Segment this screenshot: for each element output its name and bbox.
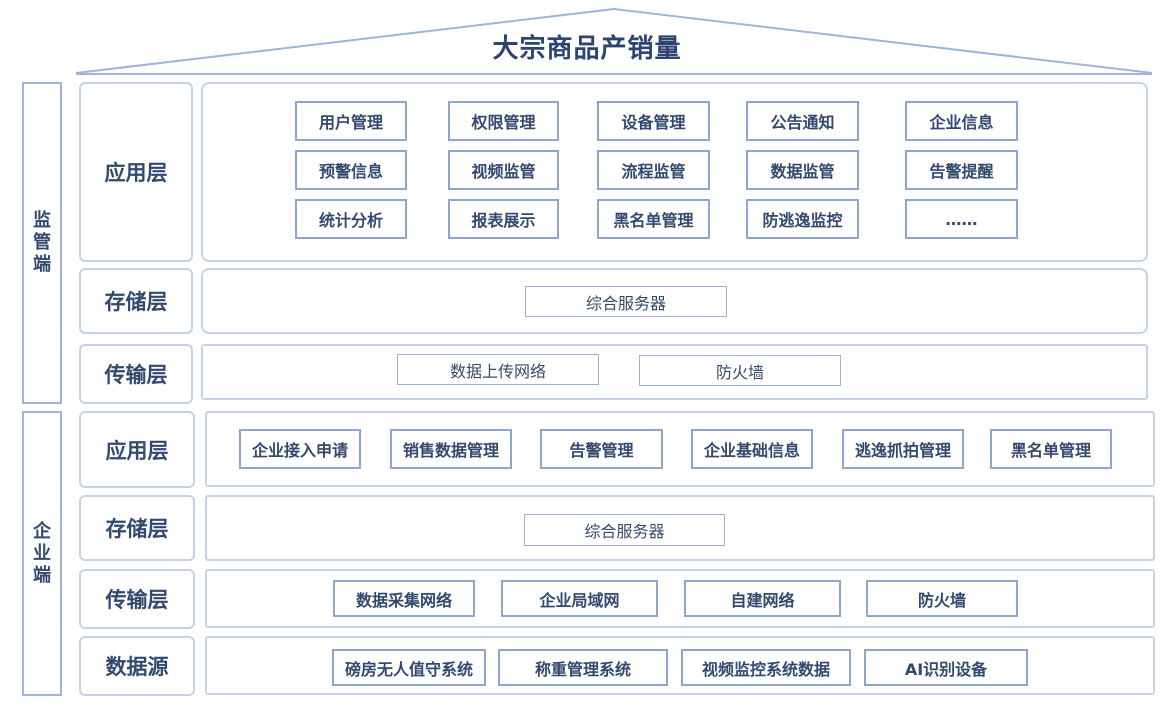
side-char: 端 (33, 254, 51, 275)
side-char: 端 (33, 564, 51, 586)
supervision-storage-item: 综合服务器 (525, 286, 727, 317)
supervision-app-item: 预警信息 (295, 150, 407, 190)
supervision-storage-layer-label: 存储层 (79, 268, 193, 334)
supervision-app-item: 防逃逸监控 (746, 199, 859, 239)
enterprise-app-item: 企业接入申请 (239, 429, 361, 469)
supervision-app-item: 黑名单管理 (597, 199, 710, 239)
supervision-app-item: 企业信息 (905, 101, 1018, 141)
supervision-app-item: 统计分析 (295, 199, 407, 239)
enterprise-app-item: 企业基础信息 (691, 429, 813, 469)
enterprise-transport-item: 企业局域网 (501, 580, 658, 617)
supervision-side-label: 监 管 端 (22, 82, 62, 404)
supervision-transport-item: 数据上传网络 (397, 354, 599, 385)
enterprise-app-item: 告警管理 (540, 429, 663, 469)
supervision-app-item: 用户管理 (295, 101, 407, 141)
supervision-app-item: 权限管理 (448, 101, 559, 141)
supervision-app-item: 公告通知 (746, 101, 859, 141)
enterprise-side-label: 企 业 端 (22, 411, 62, 696)
enterprise-datasource-item: 称重管理系统 (498, 649, 668, 686)
side-char: 监 (33, 210, 51, 231)
enterprise-app-layer-label: 应用层 (79, 411, 195, 488)
supervision-app-item: 流程监管 (597, 150, 710, 190)
supervision-app-item: 告警提醒 (905, 150, 1018, 190)
enterprise-app-item: 黑名单管理 (990, 429, 1112, 469)
side-char: 企 (33, 520, 51, 542)
enterprise-datasource-layer-label: 数据源 (79, 636, 195, 696)
enterprise-datasource-item: 视频监控系统数据 (681, 649, 851, 686)
supervision-app-item: …… (905, 199, 1018, 239)
supervision-app-item: 视频监管 (448, 150, 559, 190)
enterprise-transport-item: 数据采集网络 (333, 580, 475, 617)
supervision-transport-item: 防火墙 (639, 355, 841, 386)
supervision-app-item: 数据监管 (746, 150, 859, 190)
enterprise-transport-layer-label: 传输层 (79, 569, 195, 629)
enterprise-datasource-item: 磅房无人值守系统 (332, 649, 486, 686)
roof-shape (75, 7, 1153, 75)
diagram-title: 大宗商品产销量 (492, 34, 682, 64)
enterprise-storage-item: 综合服务器 (524, 514, 725, 546)
supervision-app-layer-label: 应用层 (79, 82, 193, 262)
side-char: 业 (33, 542, 51, 564)
side-char: 管 (33, 232, 51, 253)
supervision-transport-layer-label: 传输层 (79, 344, 193, 404)
supervision-app-item: 设备管理 (597, 101, 710, 141)
enterprise-transport-item: 防火墙 (866, 580, 1018, 617)
enterprise-datasource-item: AI识别设备 (864, 649, 1028, 686)
enterprise-app-item: 销售数据管理 (390, 429, 512, 469)
supervision-app-item: 报表展示 (448, 199, 559, 239)
enterprise-storage-layer-label: 存储层 (79, 495, 195, 561)
enterprise-transport-item: 自建网络 (684, 580, 841, 617)
enterprise-app-item: 逃逸抓拍管理 (842, 429, 964, 469)
